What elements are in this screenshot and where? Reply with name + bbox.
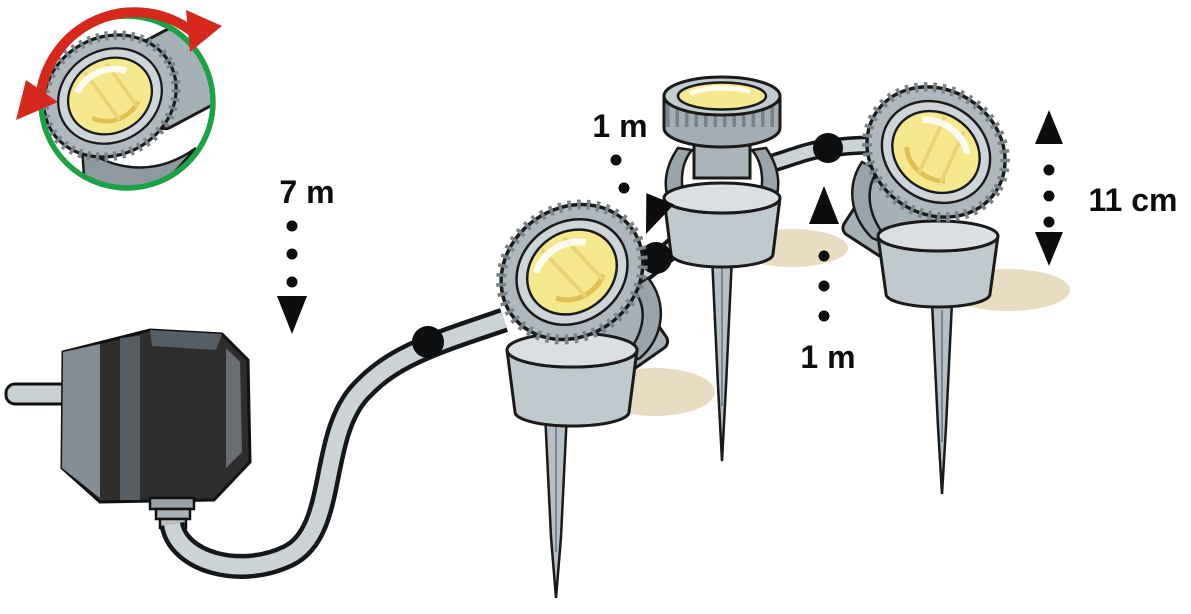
cable-connector-main [412,326,444,358]
cable-connector-2 [813,133,843,163]
spike-height-label: 11 cm [1089,182,1178,218]
measure-cable-length: 7 m [277,174,335,334]
plug-highlight-stripe [120,336,140,500]
main-cable [159,308,509,579]
dot [618,182,630,194]
plug-highlight-top [150,330,222,350]
base-cup [662,181,782,269]
rotation-arrowhead-right [186,10,222,52]
cable-gland-1 [148,496,196,511]
dot [1043,216,1055,228]
dot [818,280,830,292]
dot [286,276,298,288]
dot [1043,190,1055,202]
dot [818,310,830,322]
spotlight-middle [662,75,782,462]
measure-spacing-first: 1 m [592,108,675,234]
up-arrow-icon [1035,110,1063,144]
spotlight-right [840,61,1030,495]
up-arrow-icon [809,186,839,224]
mains-plug [4,328,252,530]
dot [1043,164,1055,176]
plug-pin [4,382,72,406]
down-arrow-icon [1035,232,1063,266]
down-arrow-icon [277,296,307,334]
cable-length-label: 7 m [279,174,334,210]
dot [610,154,622,166]
rotation-arc [35,7,198,101]
down-arrow-icon [646,193,675,234]
bracket-arm [80,145,197,186]
dot [286,220,298,232]
measure-spacing-second: 1 m [800,186,856,375]
rotation-arrow-icon [16,7,222,120]
rotation-arrowhead-left [16,80,58,120]
cup-rim [662,181,782,215]
plug-highlight-right [226,348,242,468]
cable-connector-1 [640,242,672,274]
cup-rim [876,219,1000,253]
spotlight-front [475,177,671,599]
base-cup [505,331,639,428]
lens-highlight [688,85,751,97]
cable-gland-2 [154,507,192,521]
dot [818,250,830,262]
plug-highlight-left [62,344,100,498]
base-cup [876,219,1000,309]
inset-illustration [43,18,211,186]
spacing-first-label: 1 m [592,108,647,144]
rotation-inset [16,7,222,191]
dot [286,248,298,260]
spacing-second-label: 1 m [800,339,855,375]
measure-spike-height: 11 cm [1035,110,1177,266]
cable-core [164,312,507,575]
